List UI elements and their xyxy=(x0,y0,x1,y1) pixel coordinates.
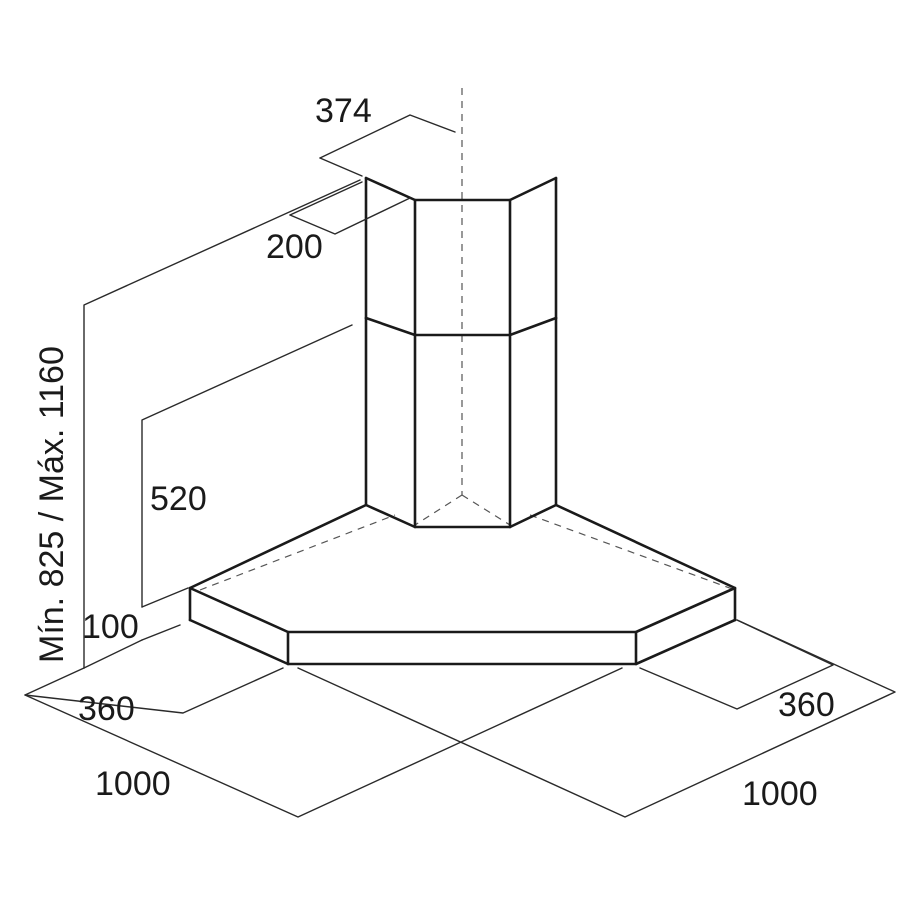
label-520: 520 xyxy=(150,480,207,518)
label-374: 374 xyxy=(315,92,372,130)
label-360-left: 360 xyxy=(78,690,135,728)
label-200: 200 xyxy=(266,228,323,266)
hidden-lines xyxy=(199,88,736,591)
chimney-upper xyxy=(364,176,558,337)
dimension-labels: 374 200 Mín. 825 / Máx. 1160 520 100 360… xyxy=(33,92,835,813)
dimension-lines xyxy=(24,114,896,818)
chimney-lower xyxy=(364,316,558,529)
label-1000-left: 1000 xyxy=(95,765,171,803)
label-height-range: Mín. 825 / Máx. 1160 xyxy=(33,346,71,663)
label-360-right: 360 xyxy=(778,686,835,724)
label-100: 100 xyxy=(82,608,139,646)
label-1000-right: 1000 xyxy=(742,775,818,813)
canopy xyxy=(188,503,737,666)
